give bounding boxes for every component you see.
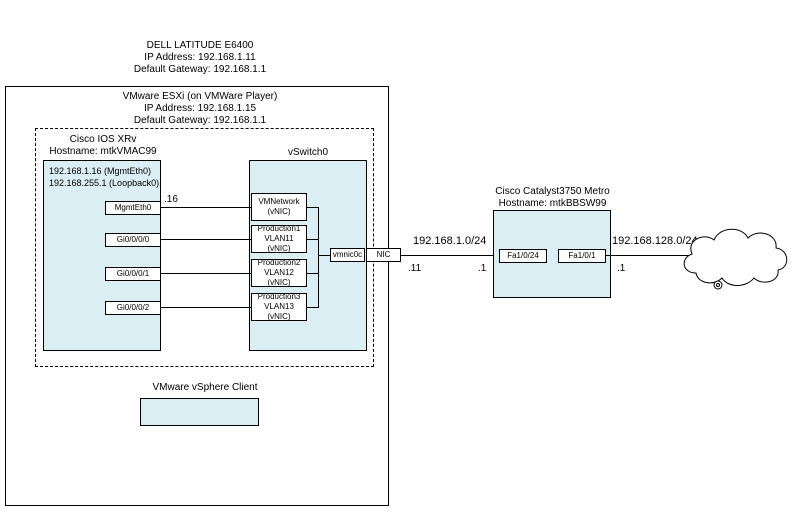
portgroup-production1-name: Production1 — [257, 224, 301, 233]
vsphere-box[interactable] — [140, 398, 259, 426]
xrv-box — [43, 160, 161, 351]
esxi-gateway: Default Gateway: 192.168.1.1 — [133, 115, 267, 126]
xrv-hostname: Hostname: mtkVMAC99 — [49, 146, 157, 157]
mgmt-ip-suffix: .16 — [164, 194, 178, 205]
link2-subnet: 192.168.128.0/24 — [612, 235, 698, 247]
vswitch-title: vSwitch0 — [287, 147, 328, 158]
link-gi2 — [161, 307, 251, 308]
portgroup-production2-vlan: VLAN12 (vNIC) — [264, 268, 294, 287]
portgroup-production2-name: Production2 — [257, 258, 301, 267]
port-fa1-0-24-label: Fa1/0/24 — [507, 251, 539, 260]
laptop-name: DELL LATITUDE E6400 — [146, 40, 254, 51]
portgroup-vmnetwork-type: (vNIC) — [267, 207, 291, 216]
nic-port[interactable]: NIC — [366, 248, 401, 262]
port-fa1-0-24[interactable]: Fa1/0/24 — [499, 249, 547, 263]
laptop-frame — [5, 86, 389, 506]
xrv-ip-mgmt: 192.168.1.16 (MgmtEth0) — [49, 166, 152, 176]
esxi-dashed-frame — [35, 128, 374, 367]
esxi-name: VMware ESXi (on VMWare Player) — [122, 91, 278, 102]
port-mgmteth0-label: MgmtEth0 — [114, 203, 152, 212]
link-gi0 — [161, 239, 251, 240]
laptop-label: DELL LATITUDE E6400 IP Address: 192.168.… — [100, 40, 300, 76]
laptop-ip: IP Address: 192.168.1.11 — [144, 52, 256, 63]
portgroup-production1-vlan: VLAN11 (vNIC) — [264, 234, 294, 253]
port-gi0-0-0-1-label: Gi0/0/0/1 — [116, 269, 150, 278]
esxi-ip: IP Address: 192.168.1.15 — [143, 103, 257, 114]
link-catalyst-cloud — [606, 255, 690, 256]
port-gi0-0-0-2[interactable]: Gi0/0/0/2 — [105, 301, 161, 315]
vswitch-trunk-h3 — [307, 307, 319, 308]
catalyst-hostname: Hostname: mtkBBSW99 — [498, 198, 607, 209]
port-fa1-0-1[interactable]: Fa1/0/1 — [558, 249, 606, 263]
vswitch-trunk-h2 — [307, 273, 319, 274]
port-gi0-0-0-0[interactable]: Gi0/0/0/0 — [105, 233, 161, 247]
catalyst-label: Cisco Catalyst3750 Metro Hostname: mtkBB… — [480, 186, 625, 210]
vswitch-trunk-h1 — [307, 239, 319, 240]
xrv-name: Cisco IOS XRv — [69, 134, 137, 145]
cloud-icon — [683, 228, 788, 290]
vmnic0c-label: vmnic0c — [332, 250, 363, 259]
link1-left-ip: .11 — [408, 263, 422, 274]
nic-label: NIC — [376, 250, 391, 259]
portgroup-vmnetwork-name: VMNetwork — [258, 197, 300, 206]
xrv-label: Cisco IOS XRv Hostname: mtkVMAC99 — [28, 134, 178, 158]
esxi-label: VMware ESXi (on VMWare Player) IP Addres… — [100, 91, 300, 127]
link-mgmt — [161, 207, 251, 208]
xrv-ip-list: 192.168.1.16 (MgmtEth0) 192.168.255.1 (L… — [49, 165, 159, 189]
link1-subnet: 192.168.1.0/24 — [413, 235, 487, 247]
port-fa1-0-1-label: Fa1/0/1 — [568, 251, 596, 260]
link-esxi-catalyst — [401, 255, 501, 256]
vsphere-title: VMware vSphere Client — [152, 382, 258, 393]
link-gi1 — [161, 273, 251, 274]
vswitch-trunk-to-uplink — [318, 255, 330, 256]
vswitch-trunk-h0 — [307, 207, 319, 208]
link2-right-ip: .1 — [617, 263, 626, 274]
laptop-gateway: Default Gateway: 192.168.1.1 — [133, 64, 267, 75]
port-gi0-0-0-0-label: Gi0/0/0/0 — [116, 235, 150, 244]
link1-right-ip: .1 — [478, 263, 487, 274]
port-mgmteth0[interactable]: MgmtEth0 — [105, 201, 161, 215]
port-gi0-0-0-1[interactable]: Gi0/0/0/1 — [105, 267, 161, 281]
vswitch-trunk-vertical — [318, 207, 319, 307]
port-gi0-0-0-2-label: Gi0/0/0/2 — [116, 303, 150, 312]
portgroup-vmnetwork[interactable]: VMNetwork(vNIC) — [251, 193, 307, 221]
vmnic0c-port[interactable]: vmnic0c — [330, 248, 365, 262]
portgroup-production3-vlan: VLAN13 (vNIC) — [264, 302, 294, 321]
xrv-ip-loopback: 192.168.255.1 (Loopback0) — [49, 178, 160, 188]
portgroup-production3-name: Production3 — [257, 292, 301, 301]
catalyst-model: Cisco Catalyst3750 Metro — [495, 186, 610, 197]
